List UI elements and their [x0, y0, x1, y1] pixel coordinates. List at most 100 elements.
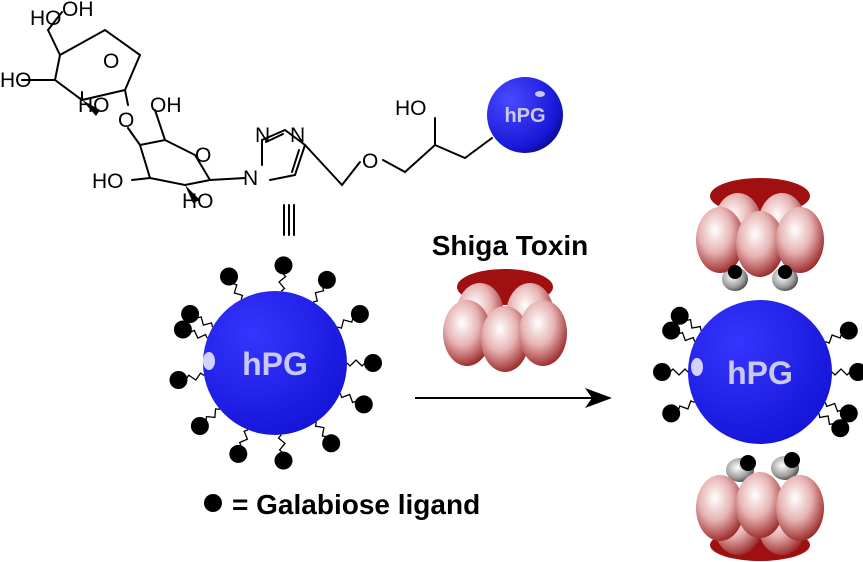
toxin-b-subunit — [736, 211, 784, 277]
hpg-label: hPG — [727, 355, 793, 391]
ligand-linker — [185, 372, 205, 381]
hpg-sphere — [203, 291, 347, 435]
galabiose-ligand-dot — [662, 404, 681, 423]
ligand-linker — [686, 318, 702, 331]
ligand-linker — [232, 282, 244, 300]
galabiose-ligands — [653, 306, 863, 438]
ligand-linker — [669, 368, 689, 376]
c2-wedge — [82, 100, 100, 116]
galabiose-ligand-dot — [181, 305, 200, 323]
galabiose-ligand-dot — [274, 451, 293, 470]
reaction-arrow-head — [585, 388, 612, 408]
galabiose-ligand-dot — [849, 363, 863, 381]
galabiose-ligand-dot — [778, 265, 792, 279]
small-hpg-sphere — [487, 77, 563, 153]
ligand-linker — [205, 408, 220, 421]
oh-label: OH — [150, 94, 182, 117]
ligand-linker — [238, 429, 249, 447]
glycosidic-oxygen-label: O — [118, 109, 134, 132]
c6-bond — [154, 109, 166, 141]
ligand-linker — [825, 333, 843, 344]
sphere-highlight — [535, 91, 545, 97]
oh-label: OH — [62, 0, 94, 21]
ho-label: HO — [92, 170, 124, 193]
hpg-polymer-left: hPG — [169, 256, 382, 470]
ether-oxygen-label: O — [362, 150, 378, 173]
triazole-double-bond-2 — [291, 149, 300, 173]
linker-chain-bond — [382, 137, 493, 174]
ho-label: HO — [78, 94, 110, 117]
legend-text: = Galabiose ligand — [232, 489, 480, 520]
galabiose-structure: HO OH O HO HO O OH O HO HO N N N O HO hP… — [0, 0, 563, 213]
galabiose-ligand-dot — [839, 321, 858, 340]
galabiose-ligand-dot — [653, 363, 671, 381]
ligand-linker — [339, 393, 357, 404]
shiga-toxin-bound-top — [696, 178, 824, 291]
toxin-b-subunit — [443, 300, 491, 366]
c1-n-bond — [209, 177, 246, 181]
ligand-linker — [346, 359, 366, 367]
shiga-toxin-title: Shiga Toxin — [432, 230, 589, 261]
ligand-linker — [277, 434, 286, 454]
ch2-ether-bond — [304, 144, 361, 187]
galabiose-ligand-dot — [274, 256, 293, 275]
ch2oh-bond — [47, 11, 63, 31]
ho-label: HO — [182, 190, 214, 213]
c2b-wedge — [185, 185, 200, 203]
sphere-highlight — [691, 358, 703, 376]
upper-ring-bond — [53, 28, 142, 102]
triazole-bond — [261, 128, 307, 181]
ho-label: HO — [395, 97, 427, 120]
ligand-linker — [677, 400, 695, 411]
ring-oxygen-label: O — [195, 144, 211, 167]
triazole-double-bond — [265, 133, 284, 143]
toxin-b-subunit — [481, 306, 529, 372]
ligand-linker — [678, 331, 696, 342]
galabiose-ligand-dot — [354, 395, 373, 414]
galabiose-ligands — [169, 256, 382, 470]
c3b-oh-bond — [131, 177, 151, 181]
galabiose-ligand-dot — [173, 320, 192, 339]
ligand-linker — [818, 413, 834, 426]
sphere-highlight — [203, 352, 215, 370]
hpg-sphere — [688, 300, 832, 444]
toxin-b-subunit — [776, 475, 824, 541]
galabiose-ligand-dot — [670, 306, 689, 325]
triazole-n2-label: N — [255, 124, 270, 147]
galabiose-ligand-dot — [229, 444, 248, 463]
ho-label: HO — [0, 69, 32, 92]
galabiose-ligand-dot — [350, 305, 369, 323]
legend: = Galabiose ligand — [204, 489, 480, 520]
ligand-linker — [196, 316, 214, 328]
galabiose-ligand-dot — [190, 417, 209, 435]
galabiose-ligand-dot — [220, 267, 238, 286]
galabiose-ligand-dot — [317, 270, 336, 289]
triazole-n3-label: N — [290, 124, 305, 147]
galabiose-ligand-dot — [831, 419, 850, 438]
equivalence-symbol — [283, 204, 295, 236]
ligand-linker — [278, 272, 287, 292]
galabiose-ligand-dot — [784, 452, 800, 468]
toxin-b-subunit — [696, 475, 744, 541]
anomeric-bond — [124, 89, 129, 106]
ligand-linker — [337, 317, 354, 329]
galabiose-ligand-dot — [322, 434, 341, 453]
ligand-linker — [824, 402, 842, 413]
galabiose-ligand-dot — [740, 455, 756, 471]
ligand-linker — [314, 421, 327, 438]
hpg-label: hPG — [242, 346, 308, 382]
ring-oxygen-label: O — [103, 50, 119, 73]
ligand-legend-dot — [204, 494, 222, 512]
ho-label: HO — [30, 7, 62, 30]
toxin-b-subunit — [736, 472, 784, 538]
ligand-linker — [190, 329, 208, 339]
galabiose-ligand-dot — [169, 371, 188, 389]
toxin-b-subunit — [776, 207, 824, 273]
glycosidic-bond — [127, 127, 141, 146]
galabiose-ligand-dot — [839, 404, 858, 423]
triazole-n1-label: N — [243, 167, 258, 190]
toxin-b-subunit — [696, 207, 744, 273]
galabiose-ligand-dot — [662, 321, 681, 340]
small-hpg-label: hPG — [504, 105, 545, 127]
